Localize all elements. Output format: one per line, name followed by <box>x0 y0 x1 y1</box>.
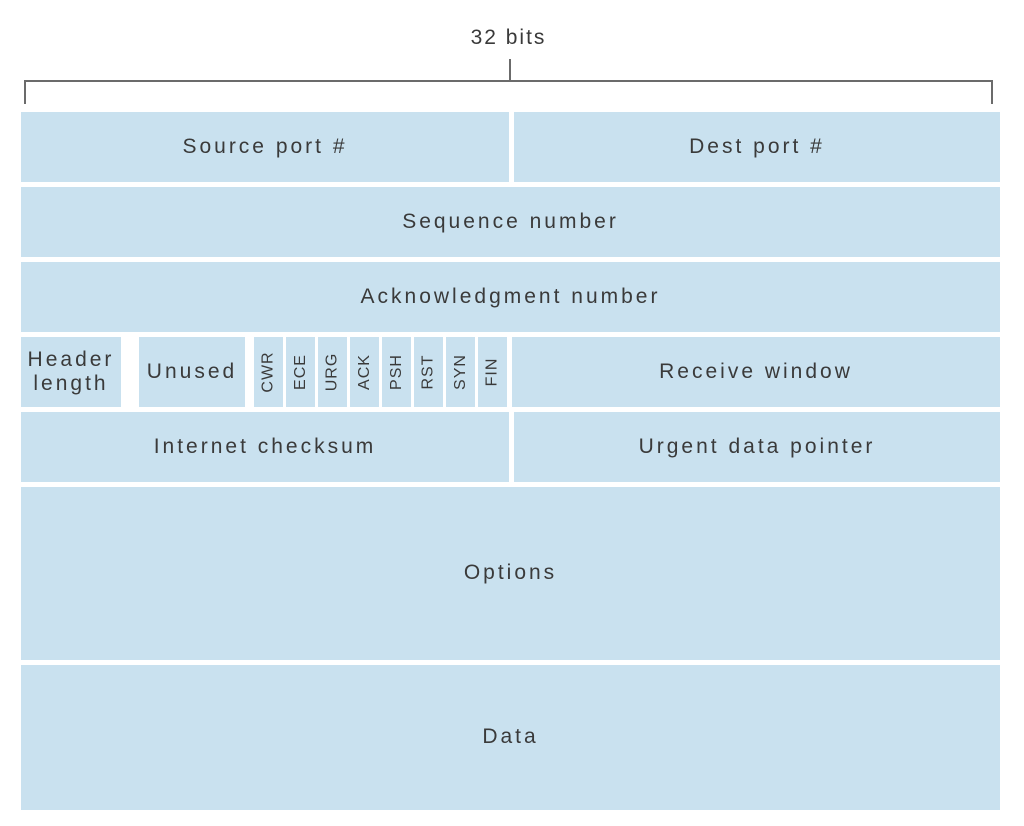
row-ack-number: Acknowledgment number <box>21 262 1000 332</box>
field-urgent-data-pointer: Urgent data pointer <box>514 412 1000 482</box>
flag-ack-label: ACK <box>355 354 373 390</box>
flag-bits-group: CWR ECE URG ACK PSH RST SYN FIN <box>254 337 507 407</box>
bracket-left-tick <box>24 80 26 104</box>
flag-cwr: CWR <box>254 337 283 407</box>
flag-rst-label: RST <box>419 354 437 390</box>
field-internet-checksum: Internet checksum <box>21 412 509 482</box>
row-data: Data <box>21 665 1000 810</box>
flag-cwr-label: CWR <box>259 351 277 393</box>
flag-urg: URG <box>318 337 347 407</box>
row-options: Options <box>21 487 1000 660</box>
segment-rows: Source port # Dest port # Sequence numbe… <box>21 112 1000 810</box>
width-bracket-line <box>24 80 993 82</box>
field-receive-window: Receive window <box>512 337 1000 407</box>
flag-ece: ECE <box>286 337 315 407</box>
row-ports: Source port # Dest port # <box>21 112 1000 182</box>
flag-fin: FIN <box>478 337 507 407</box>
flag-urg-label: URG <box>323 352 341 392</box>
field-source-port: Source port # <box>21 112 509 182</box>
row-sequence-number: Sequence number <box>21 187 1000 257</box>
flag-psh: PSH <box>382 337 411 407</box>
field-unused: Unused <box>139 337 245 407</box>
field-sequence-number: Sequence number <box>21 187 1000 257</box>
field-header-length: Header length <box>21 337 121 407</box>
field-options: Options <box>21 487 1000 660</box>
field-ack-number: Acknowledgment number <box>21 262 1000 332</box>
flag-syn-label: SYN <box>451 354 469 390</box>
field-data: Data <box>21 665 1000 810</box>
flag-psh-label: PSH <box>387 354 405 390</box>
flag-ece-label: ECE <box>291 354 309 390</box>
flag-rst: RST <box>414 337 443 407</box>
flag-ack: ACK <box>350 337 379 407</box>
width-caption: 32 bits <box>470 26 547 49</box>
bracket-right-tick <box>991 80 993 104</box>
row-flags: Header length Unused CWR ECE URG ACK PSH… <box>21 337 1000 407</box>
bracket-center-tick <box>509 59 511 80</box>
flag-syn: SYN <box>446 337 475 407</box>
field-dest-port: Dest port # <box>514 112 1000 182</box>
row-checksum: Internet checksum Urgent data pointer <box>21 412 1000 482</box>
flag-fin-label: FIN <box>483 357 501 387</box>
